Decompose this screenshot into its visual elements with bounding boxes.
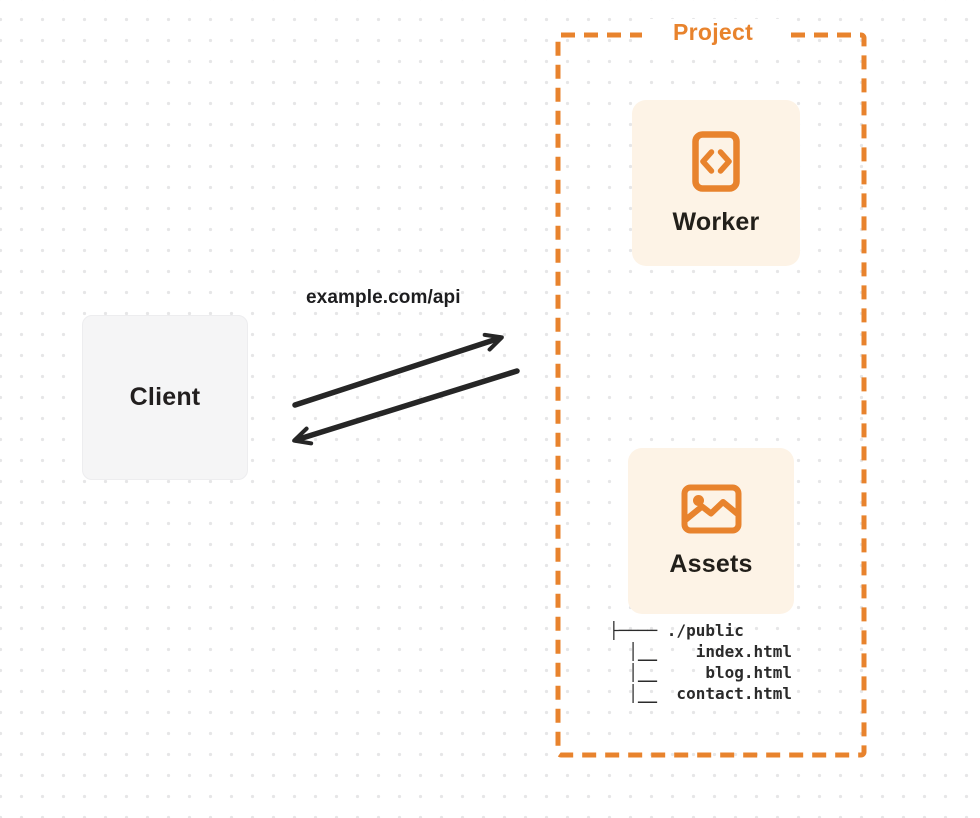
client-node: Client [82,315,248,480]
assets-file-tree: ├──── ./public │__ index.html │__ blog.h… [609,621,793,703]
client-node-label: Client [129,383,201,411]
response-arrow [292,368,520,446]
image-icon [681,484,741,534]
worker-node-label: Worker [672,207,760,236]
request-url-label: example.com/api [306,287,461,308]
project-group-label: Project [642,19,784,46]
assets-node-label: Assets [669,550,753,578]
worker-node: Worker [632,100,800,266]
code-file-icon [692,130,740,192]
request-arrow [292,332,504,408]
assets-node: Assets [628,448,794,614]
